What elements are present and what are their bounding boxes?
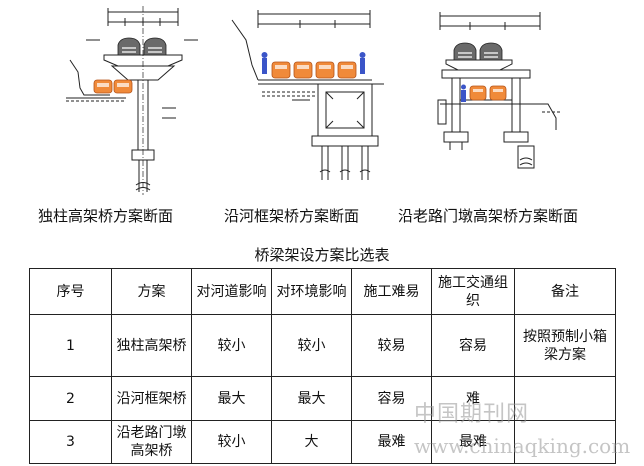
single-column-section-drawing — [66, 6, 198, 195]
cell-difficulty: 最难 — [351, 420, 432, 464]
cell-env-impact: 大 — [271, 420, 352, 464]
cell-river-impact: 较小 — [191, 420, 272, 464]
header-remarks: 备注 — [514, 268, 616, 315]
cell-remarks: 按照预制小箱梁方案 — [514, 314, 616, 377]
table-title: 桥梁架设方案比选表 — [254, 246, 390, 264]
cell-traffic: 难 — [431, 376, 515, 421]
cell-river-impact: 最大 — [191, 376, 272, 421]
table-row: 1 独柱高架桥 较小 较小 较易 容易 按照预制小箱梁方案 — [29, 314, 616, 377]
cell-remarks — [514, 420, 616, 464]
single-column-deck-vehicles — [117, 37, 167, 56]
header-env-impact: 对环境影响 — [271, 268, 352, 315]
cell-index: 1 — [29, 314, 112, 377]
cell-scheme: 沿老路门墩高架桥 — [111, 420, 192, 464]
gantry-pier-deck-vehicles — [453, 42, 507, 102]
cell-env-impact: 最大 — [271, 376, 352, 421]
cell-difficulty: 较易 — [351, 314, 432, 377]
cell-river-impact: 较小 — [191, 314, 272, 377]
caption-single-column: 独柱高架桥方案断面 — [38, 207, 174, 225]
cell-traffic: 最难 — [431, 420, 515, 464]
cell-traffic: 容易 — [431, 314, 515, 377]
table-row: 2 沿河框架桥 最大 最大 容易 难 — [29, 376, 616, 421]
river-frame-deck-vehicles — [261, 52, 366, 79]
cell-index: 2 — [29, 376, 112, 421]
header-index: 序号 — [29, 268, 112, 315]
river-frame-section-drawing — [231, 10, 384, 180]
header-traffic: 施工交通组织 — [431, 268, 515, 315]
cross-section-drawings — [66, 6, 560, 195]
caption-river-frame: 沿河框架桥方案断面 — [224, 207, 360, 225]
table-header-row: 序号 方案 对河道影响 对环境影响 施工难易 施工交通组织 备注 — [29, 268, 616, 315]
cell-index: 3 — [29, 420, 112, 464]
gantry-pier-section-drawing — [437, 12, 560, 169]
cell-scheme: 独柱高架桥 — [111, 314, 192, 377]
cell-env-impact: 较小 — [271, 314, 352, 377]
header-river-impact: 对河道影响 — [191, 268, 272, 315]
comparison-table: 序号 方案 对河道影响 对环境影响 施工难易 施工交通组织 备注 1 独柱高架桥… — [29, 268, 616, 464]
table-row: 3 沿老路门墩高架桥 较小 大 最难 最难 — [29, 420, 616, 464]
header-scheme: 方案 — [111, 268, 192, 315]
header-difficulty: 施工难易 — [351, 268, 432, 315]
cell-remarks — [514, 376, 616, 421]
single-column-ground-vehicles — [93, 79, 133, 94]
cell-difficulty: 容易 — [351, 376, 432, 421]
cell-scheme: 沿河框架桥 — [111, 376, 192, 421]
caption-gantry-pier: 沿老路门墩高架桥方案断面 — [398, 207, 579, 225]
